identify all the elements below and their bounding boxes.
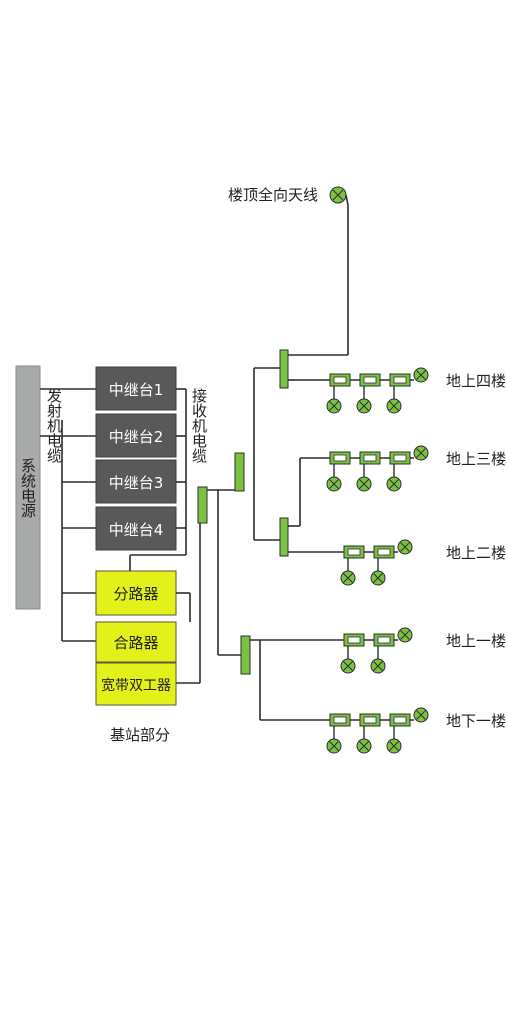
repeater-label: 中继台4 bbox=[109, 521, 164, 539]
coupler-port bbox=[377, 548, 391, 556]
ceiling-antenna-icon bbox=[356, 398, 372, 414]
ceiling-antenna-icon bbox=[340, 570, 356, 586]
coupler-port bbox=[333, 716, 347, 724]
power-label: 系统电源 bbox=[19, 458, 37, 518]
coupler-port bbox=[363, 716, 377, 724]
coupler-port bbox=[393, 454, 407, 462]
repeater-label: 中继台2 bbox=[109, 428, 164, 446]
ceiling-antenna-icon bbox=[370, 658, 386, 674]
ceiling-antenna-icon bbox=[326, 738, 342, 754]
floor-label: 地上四楼 bbox=[446, 372, 506, 390]
repeater-box bbox=[95, 459, 177, 504]
coupler-port bbox=[363, 376, 377, 384]
end-antenna-icon bbox=[397, 627, 413, 643]
floor-group: 地上二楼 bbox=[340, 539, 506, 586]
trunk-lines bbox=[206, 205, 349, 721]
end-antenna-icon bbox=[397, 539, 413, 555]
duplexer-box bbox=[95, 662, 177, 706]
second-floor-splitter bbox=[279, 517, 289, 557]
coupler-port bbox=[393, 376, 407, 384]
ceiling-antenna-icon bbox=[370, 570, 386, 586]
end-antenna-icon bbox=[413, 445, 429, 461]
coupler-port bbox=[363, 454, 377, 462]
tx-cable-label: 发射机电缆 bbox=[45, 388, 63, 464]
floor-label: 地下一楼 bbox=[446, 712, 506, 730]
roof-antenna-icon bbox=[329, 186, 349, 206]
splitter-label: 分路器 bbox=[113, 585, 158, 603]
ceiling-antenna-icon bbox=[340, 658, 356, 674]
coupler-port bbox=[347, 636, 361, 644]
ceiling-antenna-icon bbox=[386, 476, 402, 492]
floor-label: 地上二楼 bbox=[446, 544, 506, 562]
repeater-group: 中继台1 中继台2 中继台3 中继台4 bbox=[95, 366, 177, 551]
floor-group: 地下一楼 bbox=[326, 707, 506, 754]
roof-antenna-label: 楼顶全向天线 bbox=[228, 186, 318, 204]
power-bar bbox=[15, 365, 41, 610]
rx-connectors bbox=[129, 388, 205, 684]
base-station-label: 基站部分 bbox=[110, 726, 170, 744]
coupler-port bbox=[333, 376, 347, 384]
ceiling-antenna-icon bbox=[386, 738, 402, 754]
lower-splitter bbox=[240, 635, 251, 675]
floor-group: 地上三楼 bbox=[326, 445, 506, 492]
rx-cable-label: 接收机电缆 bbox=[190, 388, 208, 464]
repeater-box bbox=[95, 506, 177, 551]
main-splitter bbox=[197, 486, 208, 524]
ceiling-antenna-icon bbox=[386, 398, 402, 414]
repeater-box bbox=[95, 413, 177, 458]
ceiling-antenna-icon bbox=[356, 738, 372, 754]
repeater-label: 中继台1 bbox=[109, 381, 164, 399]
end-antenna-icon bbox=[413, 707, 429, 723]
end-antenna-icon bbox=[413, 367, 429, 383]
repeater-box bbox=[95, 366, 177, 411]
combiner-box bbox=[95, 621, 177, 663]
ceiling-antenna-icon bbox=[326, 476, 342, 492]
ceiling-antenna-icon bbox=[326, 398, 342, 414]
coupler-port bbox=[333, 454, 347, 462]
upper-splitter bbox=[234, 452, 245, 492]
floor-group: 地上一楼 bbox=[340, 627, 506, 674]
coupler-port bbox=[393, 716, 407, 724]
combiner-label: 合路器 bbox=[113, 634, 158, 652]
coupler-port bbox=[377, 636, 391, 644]
fourth-floor-splitter bbox=[279, 349, 289, 389]
ceiling-antenna-icon bbox=[356, 476, 372, 492]
coupler-port bbox=[347, 548, 361, 556]
repeater-label: 中继台3 bbox=[109, 474, 164, 492]
floor-group: 地上四楼 bbox=[326, 367, 506, 414]
splitter-box bbox=[95, 570, 177, 616]
tx-connectors bbox=[40, 388, 96, 642]
floor-label: 地上一楼 bbox=[446, 632, 506, 650]
duplexer-label: 宽带双工器 bbox=[101, 677, 171, 694]
splitter-bars bbox=[197, 349, 289, 675]
floor-label: 地上三楼 bbox=[446, 450, 506, 468]
